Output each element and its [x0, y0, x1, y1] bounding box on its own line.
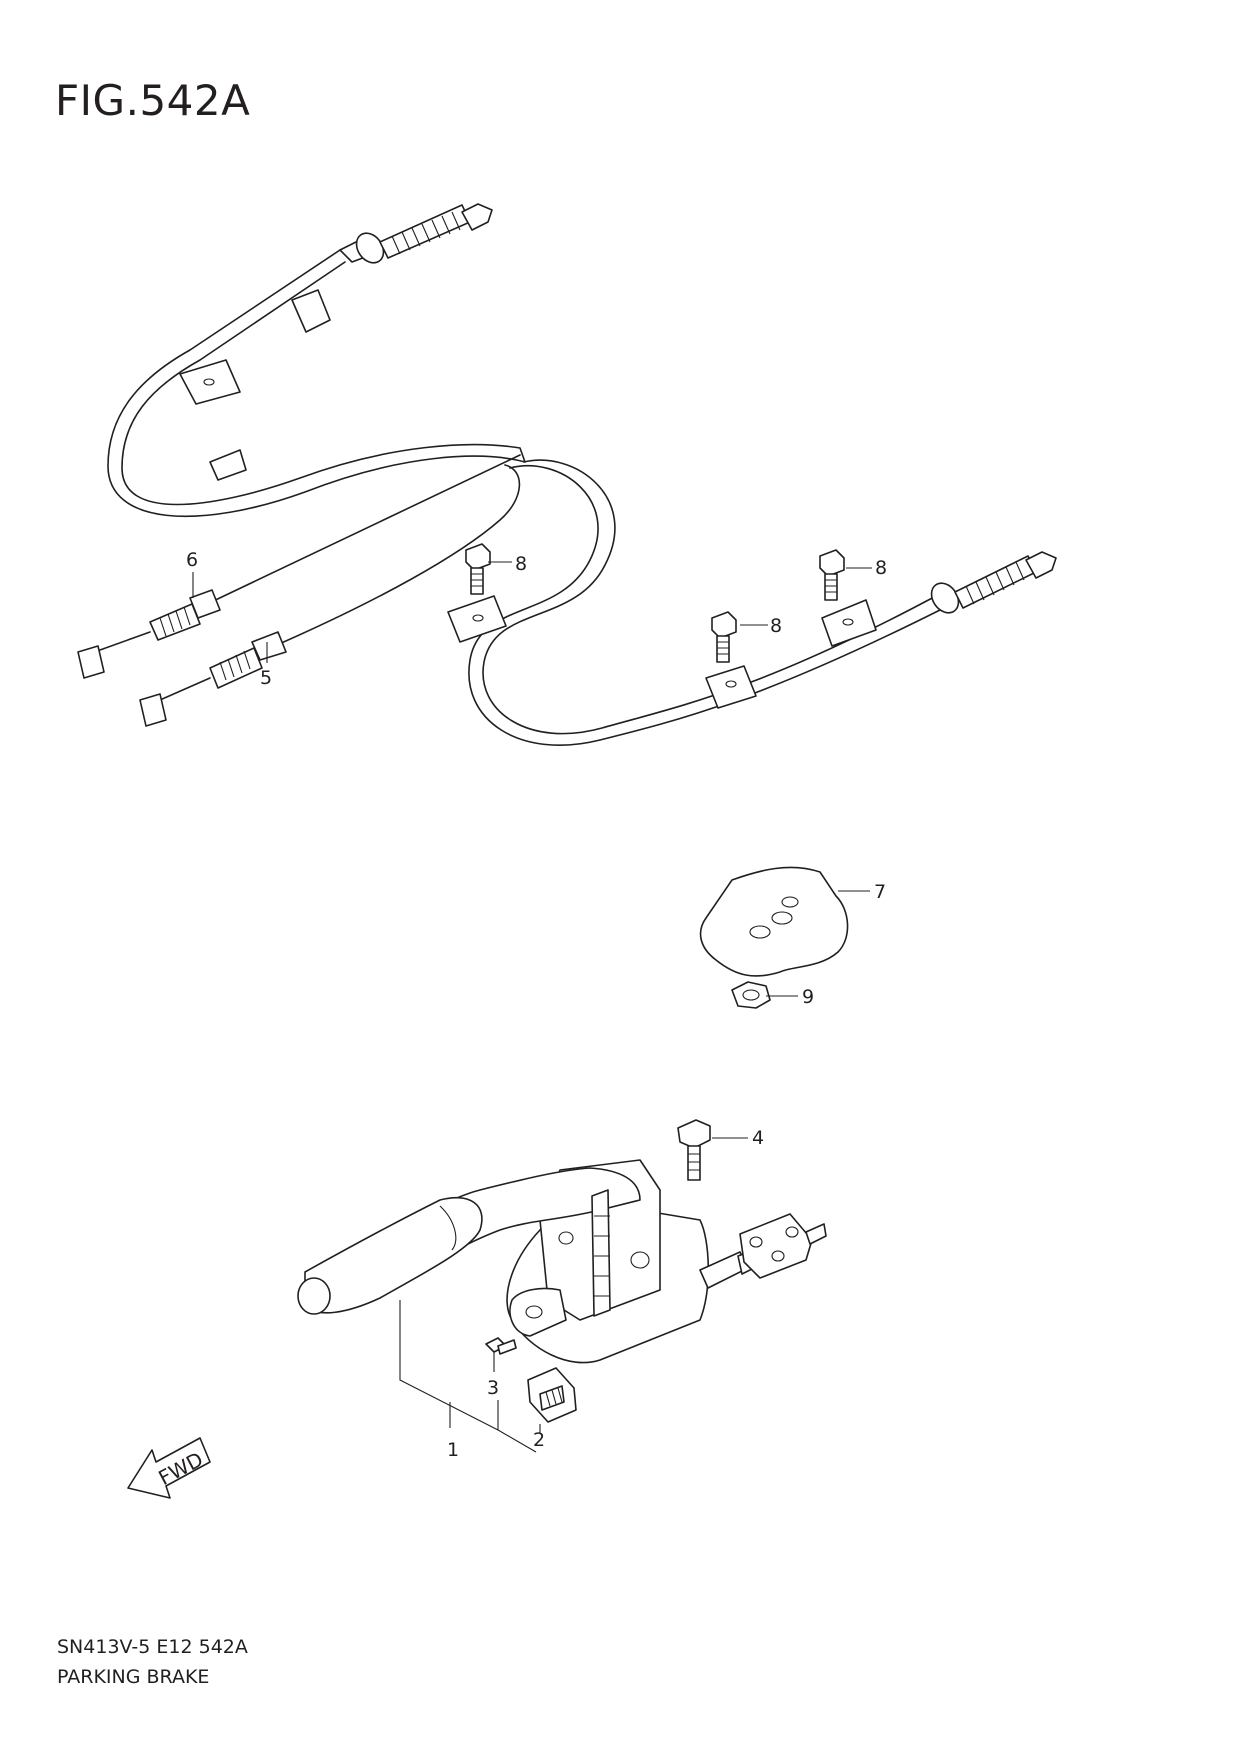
parking-brake-lever-assembly[interactable] [297, 1159, 827, 1364]
bolt-clamp-left[interactable] [465, 543, 491, 595]
callout-8-right: 8 [875, 557, 887, 579]
callout-6: 6 [186, 549, 198, 571]
forward-direction-arrow: FWD [127, 1437, 211, 1499]
callout-1: 1 [447, 1439, 459, 1461]
footer-code: SN413V-5 E12 542A [57, 1636, 248, 1658]
parking-brake-cable-right[interactable] [139, 459, 1057, 746]
lever-bolt[interactable] [677, 1119, 711, 1181]
bolt-clamp-right[interactable] [819, 549, 845, 601]
callout-5: 5 [260, 667, 272, 689]
callout-8-left: 8 [515, 553, 527, 575]
footer-name: PARKING BRAKE [57, 1666, 210, 1688]
screw[interactable] [485, 1337, 517, 1355]
leader-lines [192, 561, 872, 1453]
bolt-clamp-center[interactable] [711, 611, 737, 663]
parking-brake-cable-left[interactable] [77, 203, 526, 679]
callout-7: 7 [874, 881, 886, 903]
callout-9: 9 [802, 986, 814, 1008]
callout-2: 2 [533, 1429, 545, 1451]
flange-nut[interactable] [731, 981, 771, 1009]
figure-title: FIG.542A [55, 76, 251, 125]
callout-8-center: 8 [770, 615, 782, 637]
cover-plate[interactable] [699, 866, 849, 977]
callout-3: 3 [487, 1377, 499, 1399]
callout-4: 4 [752, 1127, 764, 1149]
bracket[interactable] [527, 1367, 577, 1423]
